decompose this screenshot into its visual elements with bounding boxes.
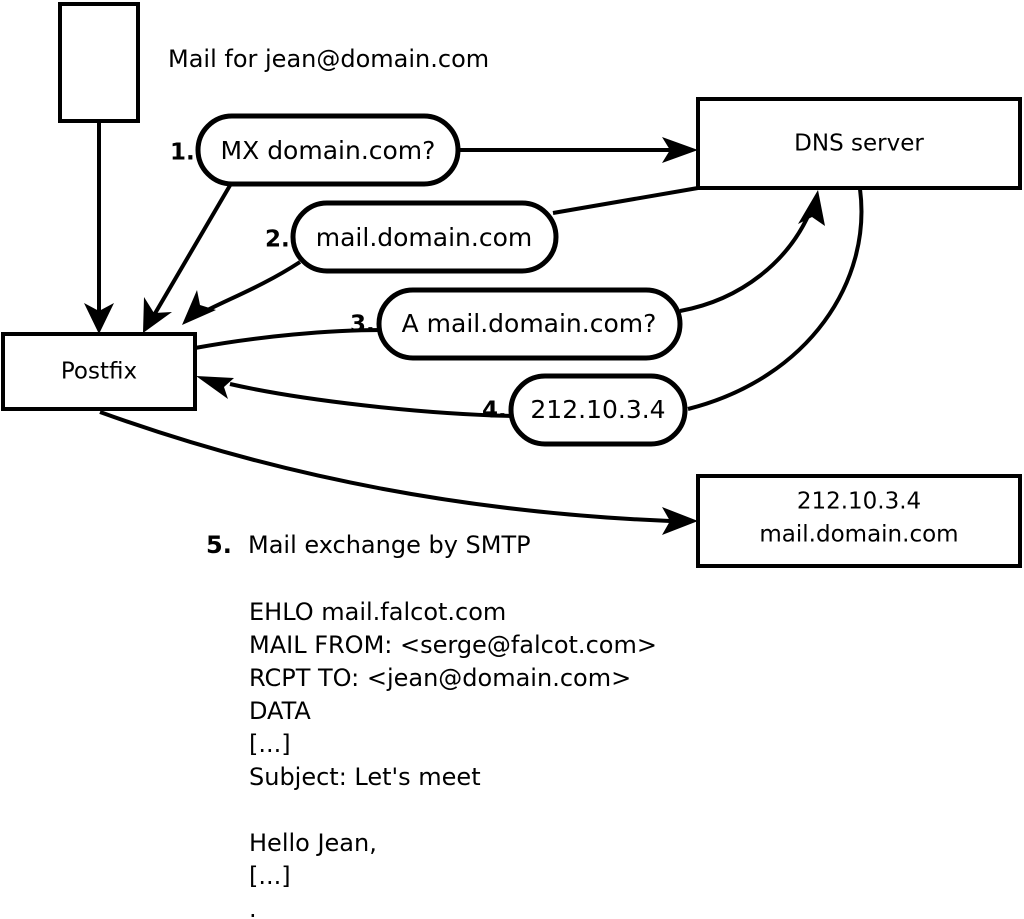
postfix-label: Postfix bbox=[61, 359, 137, 385]
connector-postfix-to-step3 bbox=[194, 328, 383, 350]
mail-server-box bbox=[696, 474, 1022, 568]
smtp-line: DATA bbox=[249, 697, 311, 725]
step-bubble-3: A mail.domain.com? bbox=[376, 287, 683, 361]
step-3-number: 3. bbox=[350, 312, 375, 338]
step-4-bubble-label: 212.10.3.4 bbox=[530, 395, 665, 424]
connector-dns-to-step4 bbox=[687, 188, 864, 411]
step-5-number: 5. bbox=[206, 531, 232, 559]
mail-server-host-label: mail.domain.com bbox=[759, 522, 958, 548]
step-2-bubble-label: mail.domain.com bbox=[316, 223, 532, 252]
smtp-line: RCPT TO: <jean@domain.com> bbox=[249, 664, 631, 692]
connector-step4-to-postfix bbox=[196, 376, 515, 418]
step-3-bubble-label: A mail.domain.com? bbox=[402, 309, 657, 338]
connector-step3-to-dns bbox=[679, 190, 825, 313]
step-bubble-4: 212.10.3.4 bbox=[508, 373, 688, 447]
smtp-line: [...] bbox=[249, 862, 291, 890]
step-4-number: 4. bbox=[482, 398, 507, 424]
connector-step1-to-dns bbox=[458, 137, 698, 163]
dns-server-label: DNS server bbox=[794, 131, 924, 157]
step-5-label: Mail exchange by SMTP bbox=[248, 531, 531, 559]
smtp-line: EHLO mail.falcot.com bbox=[249, 598, 506, 626]
client-box bbox=[58, 2, 140, 123]
smtp-line: Hello Jean, bbox=[249, 829, 377, 857]
connector-step1-to-postfix bbox=[148, 180, 234, 324]
smtp-line: [...] bbox=[249, 730, 291, 758]
smtp-line: . bbox=[249, 895, 257, 919]
mail-for-caption: Mail for jean@domain.com bbox=[168, 45, 489, 73]
connector-dns-to-step2 bbox=[552, 186, 699, 215]
smtp-line: Subject: Let's meet bbox=[249, 763, 481, 791]
step-bubble-2: mail.domain.com bbox=[290, 200, 559, 274]
dns-server-box bbox=[696, 97, 1022, 190]
arrowhead-step1-postfix bbox=[143, 297, 172, 333]
step-1-number: 1. bbox=[170, 140, 195, 166]
connector-postfix-to-mailserver bbox=[99, 410, 698, 535]
postfix-box bbox=[1, 332, 197, 411]
mail-server-ip-label: 212.10.3.4 bbox=[797, 489, 921, 515]
smtp-line: MAIL FROM: <serge@falcot.com> bbox=[249, 631, 657, 659]
step-1-bubble-label: MX domain.com? bbox=[221, 136, 436, 165]
step-bubble-1: MX domain.com? bbox=[195, 113, 461, 187]
smtp-transcript: EHLO mail.falcot.com MAIL FROM: <serge@f… bbox=[249, 598, 657, 919]
step-2-number: 2. bbox=[265, 227, 290, 253]
connector-client-to-postfix bbox=[84, 121, 114, 334]
connector-step2-to-postfix bbox=[182, 260, 302, 325]
